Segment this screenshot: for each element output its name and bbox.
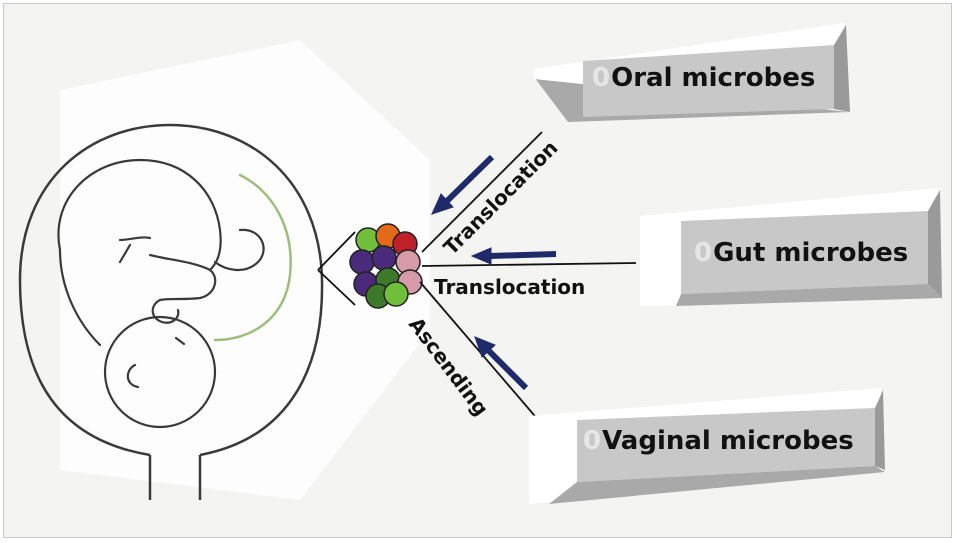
fetus-illustration (57, 158, 292, 429)
route-arrows (431, 154, 557, 391)
fetus-eye (174, 336, 186, 346)
cervix-outline (148, 455, 202, 500)
vaginal-box-shape (529, 388, 885, 504)
uterus-outline (18, 123, 324, 457)
fetus-lower-back (58, 248, 102, 347)
oral-route-line (421, 131, 543, 253)
umbilical-cord (213, 173, 292, 342)
microbe-cell (383, 281, 409, 307)
microbe-cluster (349, 223, 423, 309)
gut-bullet: 0 (694, 238, 713, 268)
vaginal-arrow (474, 336, 529, 391)
oral-arrow (431, 154, 495, 215)
oral-microbes-text: Oral microbes (611, 63, 816, 93)
fetus-head (103, 315, 217, 429)
fetus-hand (151, 298, 180, 324)
placenta-connector (317, 231, 356, 306)
gut-route-label: Translocation (434, 275, 585, 299)
microbe-cell (371, 245, 397, 271)
vaginal-microbes-text: Vaginal microbes (602, 426, 854, 456)
fetus-foot (118, 236, 152, 264)
microbe-cell (349, 249, 375, 275)
gut-route-line (421, 262, 637, 267)
gut-box-shape (640, 188, 942, 306)
gut-microbes-text: Gut microbes (713, 238, 909, 268)
gut-arrow (470, 247, 557, 265)
fetus-knee (213, 228, 265, 271)
oral-bullet: 0 (592, 63, 611, 93)
vaginal-bullet: 0 (583, 426, 602, 456)
vaginal-route-label: Ascending (404, 313, 493, 421)
fetus-back (57, 158, 222, 272)
uterus-illustration (18, 123, 356, 500)
fetus-ear (126, 363, 140, 389)
oral-route-label: Translocation (439, 136, 563, 260)
fetus-leg (148, 253, 217, 302)
oral-box-shape (534, 23, 850, 122)
